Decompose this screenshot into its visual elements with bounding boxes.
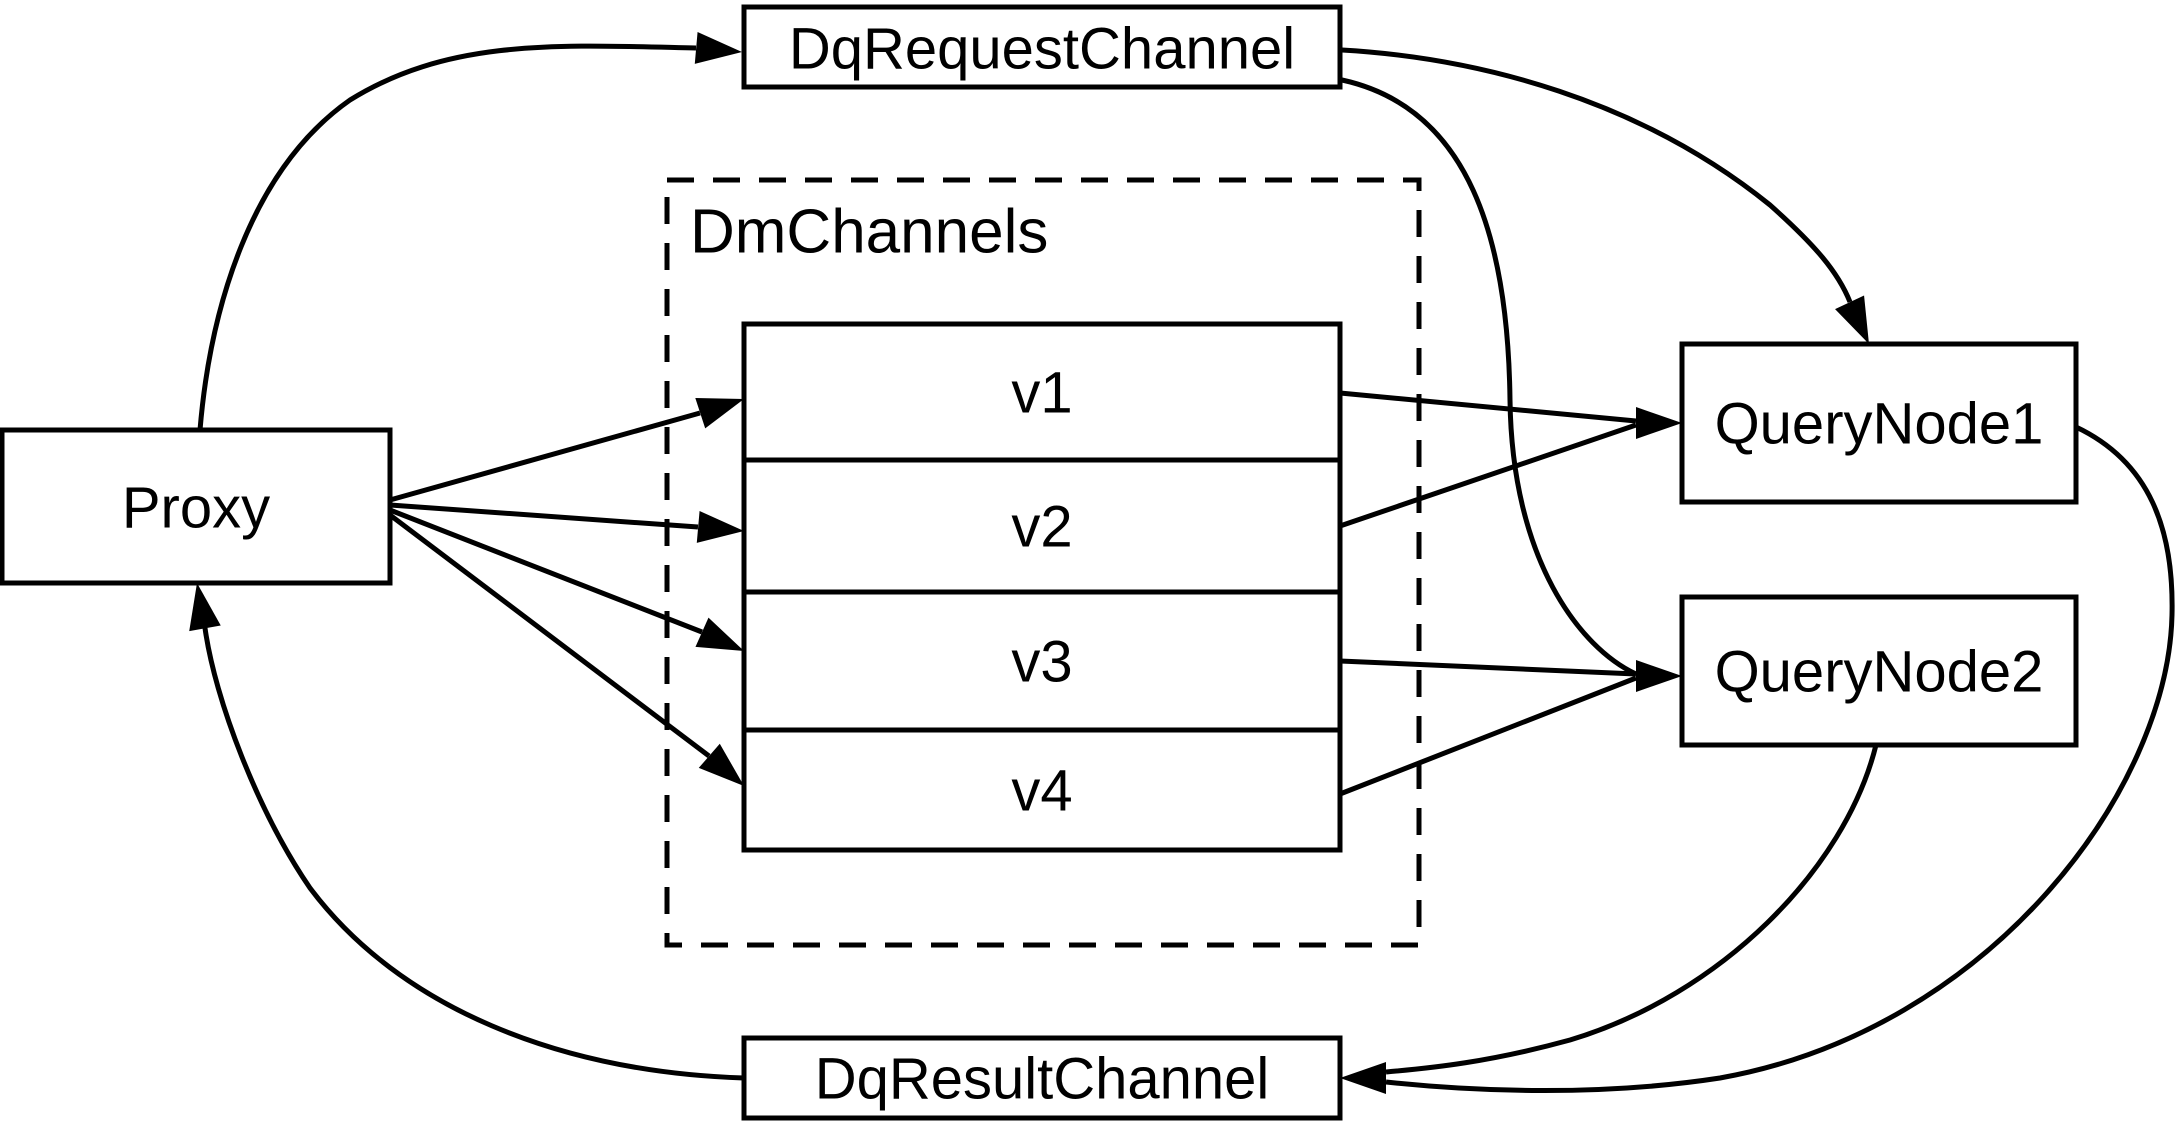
dq-request-channel-box — [741, 4, 1343, 90]
arrowhead-proxy-bottom — [189, 583, 221, 632]
arrowhead-query-node-1-left — [1636, 407, 1682, 439]
arrowhead-dq-result-channel-right — [1340, 1062, 1386, 1094]
proxy-label: Proxy — [122, 476, 270, 541]
v4-box — [741, 727, 1343, 853]
v3-box — [741, 589, 1343, 733]
v2-label: v2 — [1011, 495, 1072, 560]
edge-proxy-to-v4 — [388, 513, 711, 758]
edge-proxy-to-v2 — [389, 502, 699, 530]
query-node-2-label: QueryNode2 — [1715, 640, 2044, 705]
dm-channels-label: DmChannels — [690, 198, 1048, 267]
arrowhead-v1-left — [695, 397, 744, 429]
v2-box — [741, 457, 1343, 595]
arrowhead-dq-request-channel-left — [694, 32, 742, 64]
dq-result-channel-box — [741, 1035, 1343, 1121]
arrowhead-v4-left — [698, 743, 744, 786]
proxy-box — [0, 427, 393, 586]
arrowhead-query-node-2-left — [1636, 660, 1682, 692]
arrowhead-query-node-1-top — [1835, 295, 1869, 344]
dm-channels-group-box — [664, 177, 1422, 948]
v3-label: v3 — [1011, 630, 1072, 695]
arrowhead-v3-left — [695, 617, 744, 651]
v1-box — [741, 321, 1343, 463]
edge-proxy-to-dq-request-channel — [197, 43, 697, 431]
edge-dq-request-channel-to-query-node-2 — [1341, 77, 1638, 677]
edge-dq-request-channel-to-query-node-1 — [1341, 47, 1853, 303]
edge-dq-result-channel-to-proxy — [202, 627, 745, 1081]
edge-proxy-to-v1 — [389, 410, 701, 503]
edge-v2-to-query-node-1 — [1339, 422, 1637, 529]
v4-label: v4 — [1011, 759, 1072, 824]
arrowhead-v2-left — [696, 511, 744, 543]
query-node-1-box — [1679, 341, 2079, 505]
edge-proxy-to-v3 — [389, 507, 703, 635]
edge-query-node-1-to-dq-result-channel — [1385, 424, 2175, 1094]
query-node-1-label: QueryNode1 — [1715, 392, 2044, 457]
dq-result-channel-label: DqResultChannel — [815, 1047, 1270, 1112]
query-node-2-box — [1679, 594, 2079, 748]
edge-query-node-2-to-dq-result-channel — [1385, 744, 1879, 1075]
dq-request-channel-label: DqRequestChannel — [789, 17, 1295, 82]
edge-v3-to-query-node-2 — [1339, 658, 1637, 677]
v1-label: v1 — [1011, 361, 1072, 426]
edge-v4-to-query-node-2 — [1339, 675, 1637, 797]
edge-v1-to-query-node-1 — [1339, 390, 1637, 424]
